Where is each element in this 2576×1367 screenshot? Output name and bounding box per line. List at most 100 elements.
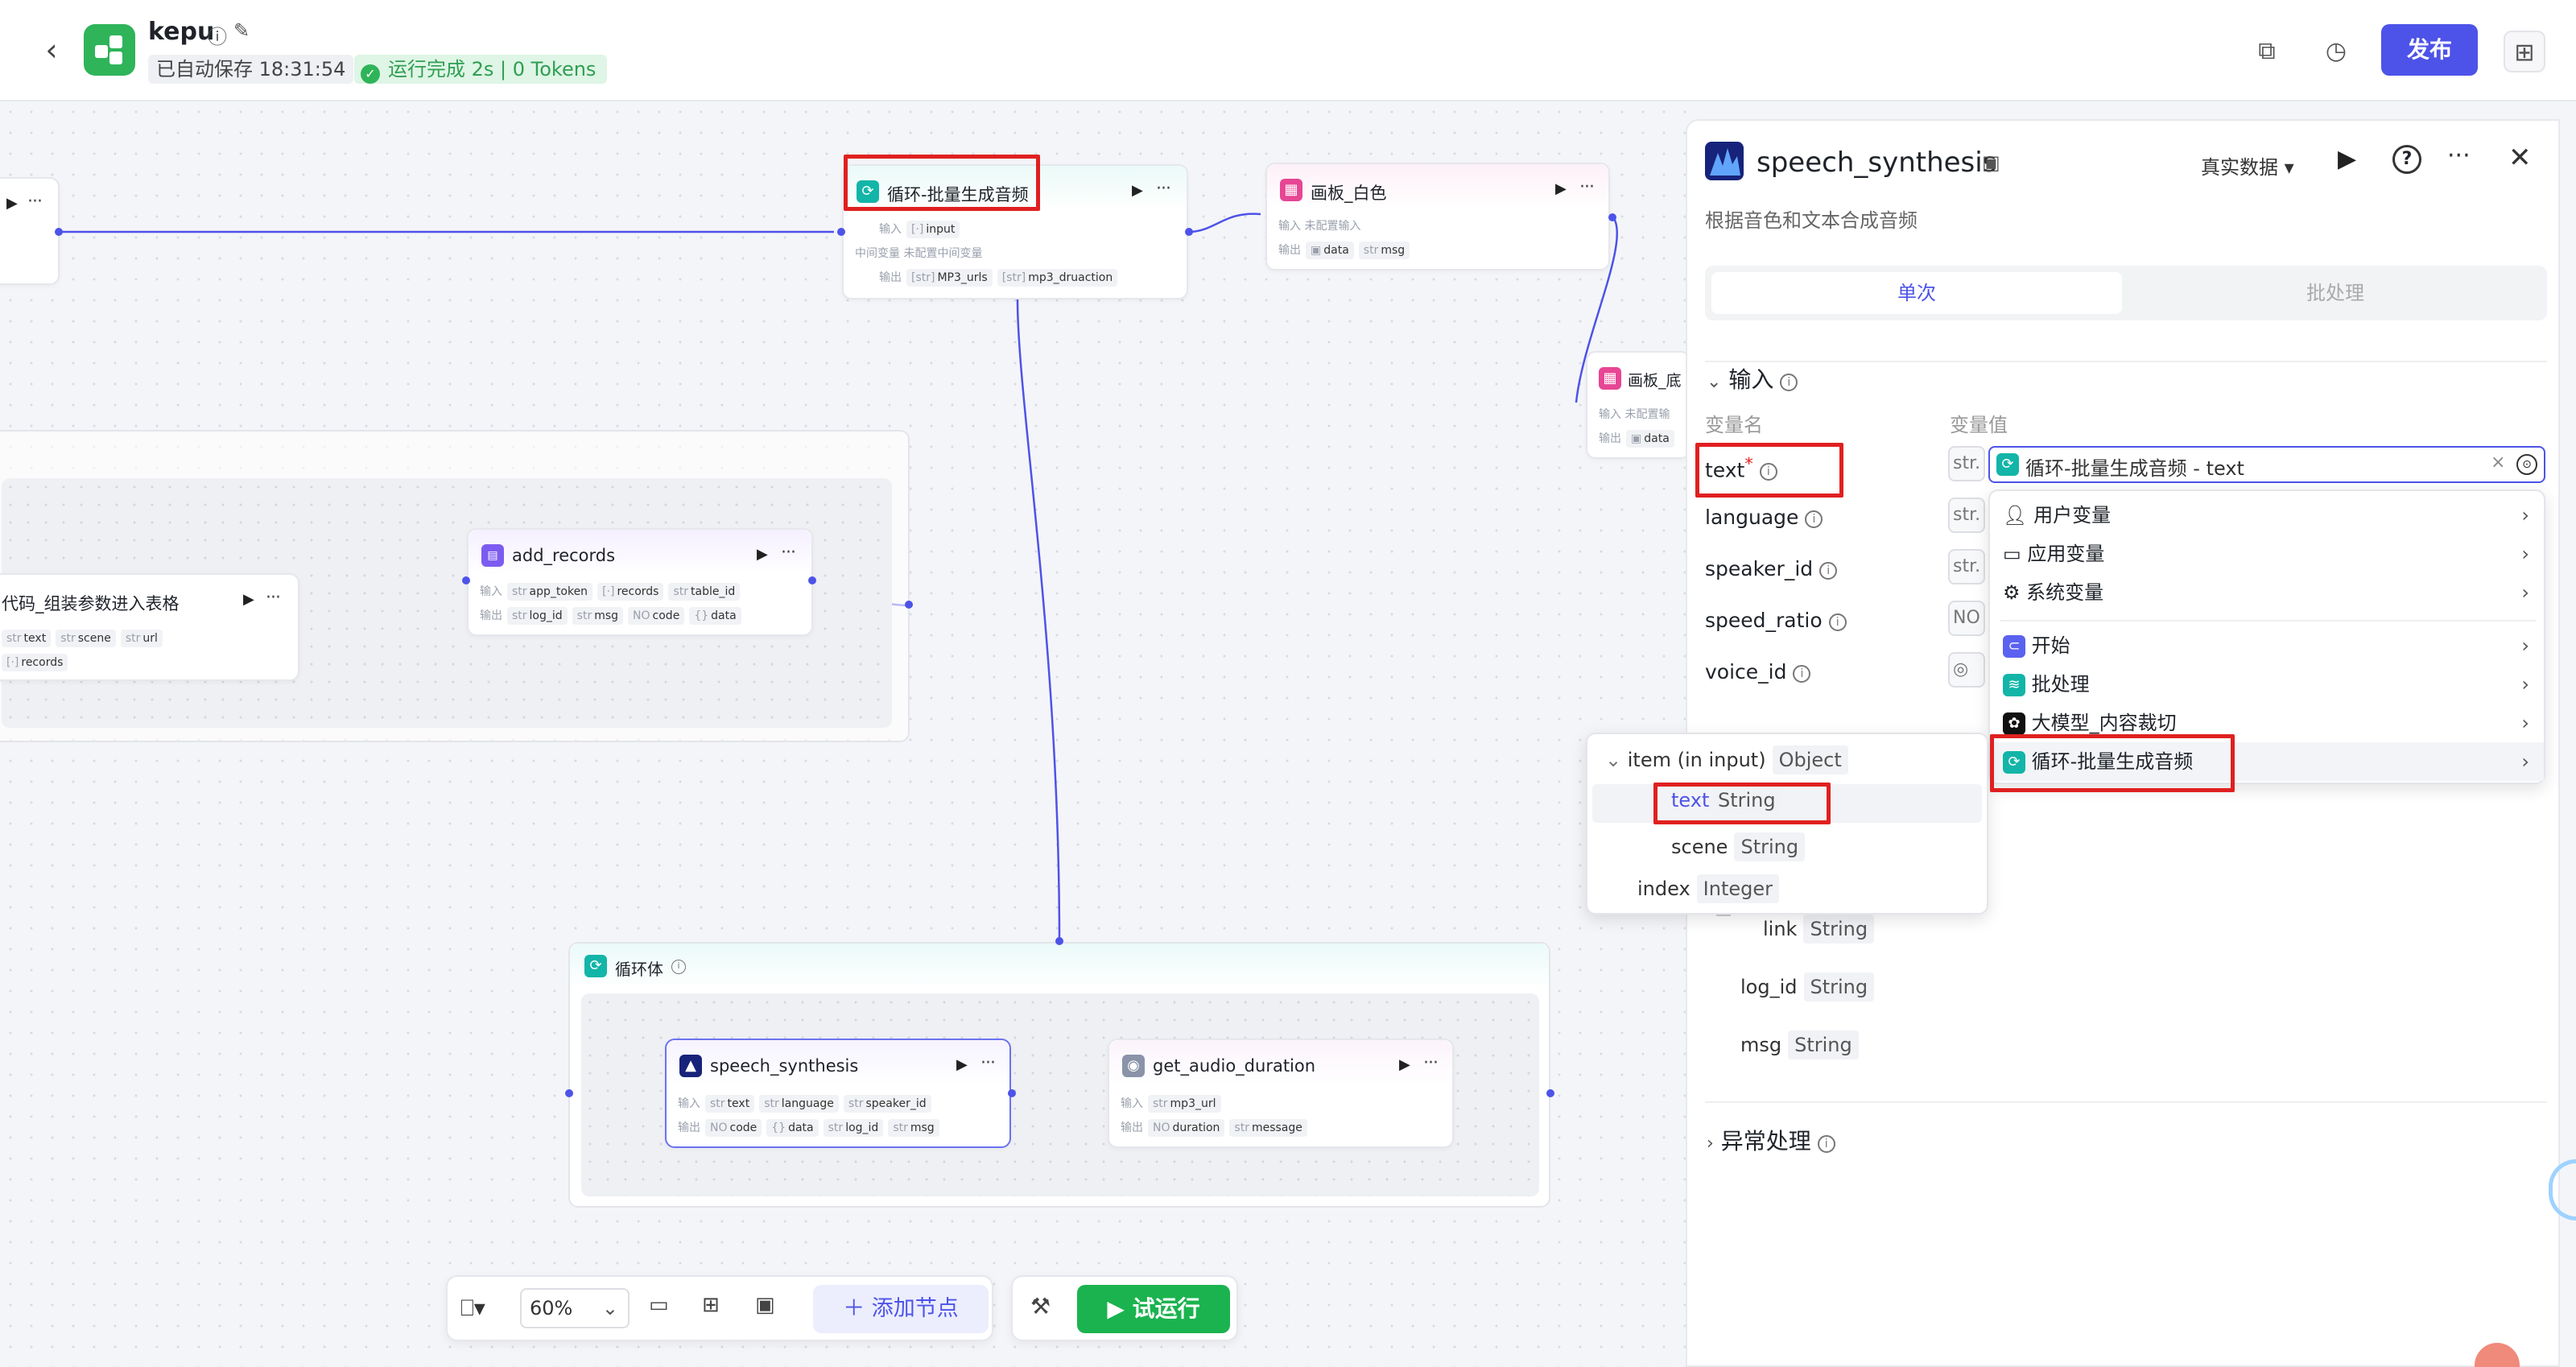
loop-icon: ⟳ [857,180,879,203]
edit-icon[interactable]: ✎ [233,19,250,42]
loop-port[interactable] [1055,937,1063,945]
audio-type-icon: ◎ [1948,652,1985,688]
history-icon[interactable]: ◷ [2325,37,2347,65]
start-icon: ⊂ [2003,635,2025,658]
folder-icon: ▭ [2003,543,2021,565]
menu-divider [2000,620,2536,622]
clear-icon[interactable]: × [2491,452,2506,473]
board-icon: ▦ [1599,367,1621,390]
more-icon[interactable]: ··· [980,1053,996,1073]
run-icon[interactable]: ▶ [956,1056,968,1073]
node-header [1109,1040,1452,1085]
variable-ref-icon[interactable]: ⊙ [2516,454,2537,475]
zoom-select[interactable]: 60%⌄ [520,1288,630,1328]
type-prefix: str. [1948,498,1985,533]
tab-batch[interactable]: 批处理 [2306,282,2364,304]
more-icon[interactable]: ··· [266,588,281,608]
output-port[interactable] [905,601,913,609]
output-port[interactable] [1546,1089,1554,1097]
data-mode-select[interactable]: 真实数据 ▾ [2201,156,2294,179]
input-port[interactable] [565,1089,573,1097]
minimap-icon[interactable]: ▣ [755,1293,775,1317]
info-icon: i [1817,1135,1835,1153]
menu-item-user-vars[interactable]: 👤︎ 用户变量› [1990,496,2544,535]
info-icon: i [1805,510,1823,528]
publish-button[interactable]: 发布 [2381,24,2478,76]
output-port[interactable] [55,228,63,236]
help-icon[interactable]: ? [2392,145,2421,174]
mouse-mode-icon[interactable]: ⎕▾ [460,1295,485,1321]
board-bottom-node[interactable]: ▦ 画板_底 输入 未配置输 输出▣data [1586,351,1690,459]
run-icon[interactable]: ▶ [1399,1056,1410,1073]
menu-item-app-vars[interactable]: ▭ 应用变量› [1990,535,2544,573]
output-port[interactable] [1608,213,1616,221]
output-port[interactable] [1008,1089,1016,1097]
test-run-button[interactable]: ▶ 试运行 [1077,1285,1230,1333]
run-icon[interactable]: ▶ [757,546,768,563]
wrench-icon[interactable]: ⚒ [1030,1293,1051,1320]
more-icon[interactable]: ··· [27,192,43,212]
run-icon[interactable]: ▶ [1555,180,1567,197]
chevron-down-icon: ⌄ [601,1297,618,1320]
more-icon[interactable]: ··· [1423,1053,1439,1073]
input-port[interactable] [462,576,470,584]
run-icon[interactable]: ▶ [243,591,254,608]
back-arrow-icon[interactable]: ‹ [45,32,58,68]
out-row: [·]records [0,654,68,671]
menu-item-llm[interactable]: ✿ 大模型_内容裁切› [1990,704,2544,742]
type-prefix: NO [1948,601,1985,636]
run-icon[interactable]: ▶ [2338,145,2357,173]
plugin-badge-icon: ▣ [1982,151,2000,174]
chevron-right-icon: › [2521,504,2529,527]
info-icon: i [1828,613,1847,631]
comment-icon[interactable]: ▭ [649,1293,669,1317]
info-icon[interactable]: i [671,960,686,974]
menu-item-start[interactable]: ⊂ 开始› [1990,626,2544,665]
layout-icon[interactable]: ⊞ [702,1293,720,1317]
group-title: 循环体 [615,960,663,979]
panel-description: 根据音色和文本合成音频 [1705,209,1918,232]
more-icon[interactable]: ··· [1156,179,1171,199]
duplicate-icon[interactable]: ⊞ [2504,31,2545,72]
tab-single[interactable]: 单次 [1711,272,2122,314]
menu-item-loop[interactable]: ⟳ 循环-批量生成音频› [1990,742,2544,781]
menu-item-batch[interactable]: ≋ 批处理› [1990,665,2544,704]
input-port[interactable] [837,228,845,236]
run-icon[interactable]: ▶ [1132,182,1143,199]
add-node-button[interactable]: ＋ 添加节点 [813,1285,989,1333]
more-icon[interactable]: ··· [1579,177,1595,197]
menu-item-system-vars[interactable]: ⚙ 系统变量› [1990,573,2544,612]
run-status-text: 运行完成 2s | 0 Tokens [388,58,597,81]
run-icon[interactable]: ▶ [6,195,18,212]
more-icon[interactable]: ··· [781,543,796,563]
col-var-name: 变量名 [1705,414,1763,436]
more-icon[interactable]: ··· [2447,142,2471,170]
text-value-selector[interactable]: ⟳ 循环-批量生成音频 - text × ⊙ [1988,446,2545,483]
copy-icon[interactable]: ⧉ [2258,37,2276,65]
item-group-row[interactable]: ⌄ item (in input)Object [1605,745,1848,774]
close-icon[interactable]: ✕ [2508,142,2532,174]
partial-start-node[interactable]: ▶ ··· [0,177,60,285]
input-row: 输入 未配置输 [1599,408,1670,421]
info-icon[interactable]: ⓘ [208,26,227,48]
output-port[interactable] [1185,228,1193,236]
output-port[interactable] [808,576,816,584]
